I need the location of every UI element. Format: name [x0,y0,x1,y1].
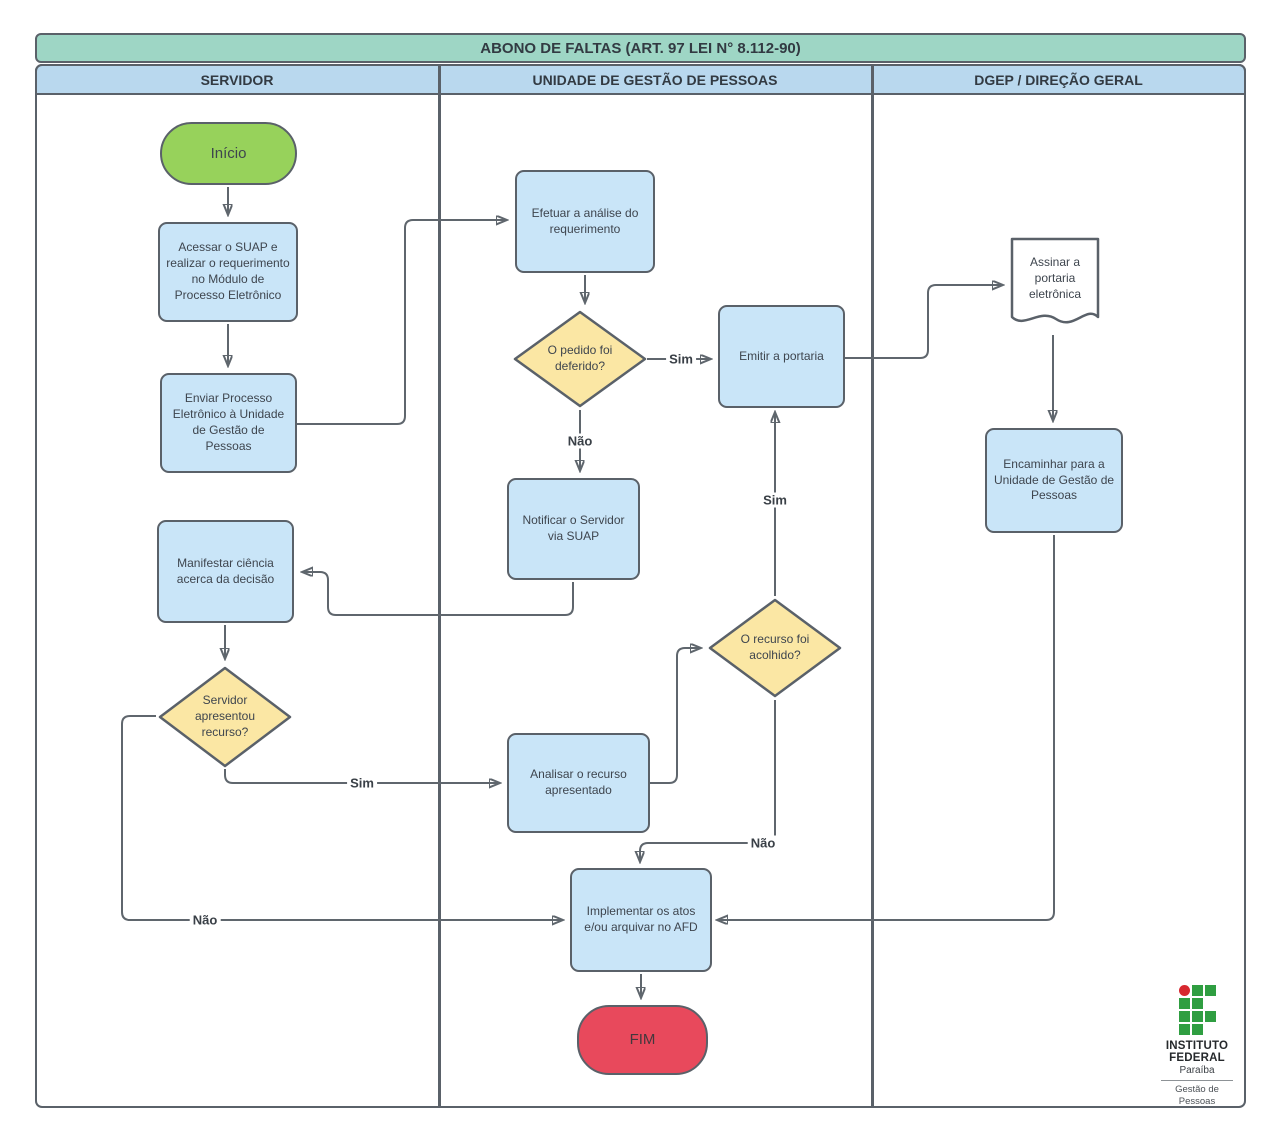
node-implementar-atos-label: Implementar os atos e/ou arquivar no AFD [584,904,698,934]
logo-org-line2: FEDERAL [1169,1052,1225,1065]
node-analisar-recurso-label: Analisar o recurso apresentado [530,767,627,797]
logo-region: Paraíba [1179,1065,1215,1077]
edge-label-pedido-nao: Não [564,433,596,449]
logo-divider [1161,1080,1233,1082]
diagram-title: ABONO DE FALTAS (ART. 97 LEI N° 8.112-90… [35,33,1246,63]
diamond-shape [513,310,647,408]
edge-label-servidor-nao: Não [189,912,221,928]
node-acessar-suap-label: Acessar o SUAP e realizar o requerimento… [166,240,290,302]
node-decision-recurso-acolhido: O recurso foi acolhido? [708,598,842,698]
node-implementar-atos: Implementar os atos e/ou arquivar no AFD [570,868,712,972]
swimlane-header-band [35,64,1246,95]
logo-dept-line2: Pessoas [1178,1096,1216,1107]
node-manifestar-ciencia-label: Manifestar ciência acerca da decisão [176,555,275,586]
node-emitir-portaria: Emitir a portaria [718,305,845,408]
lane-title-dgep: DGEP / DIREÇÃO GERAL [974,71,1143,88]
edge-label-pedido-sim: Sim [666,351,696,367]
logo-red-dot [1178,985,1190,996]
node-enviar-processo-label: Enviar Processo Eletrônico à Unidade de … [172,391,285,453]
ifpb-logo: INSTITUTO FEDERAL Paraíba Gestão de Pess… [1155,985,1239,1108]
node-decision-pedido-deferido: O pedido foi deferido? [513,310,647,408]
node-manifestar-ciencia: Manifestar ciência acerca da decisão [157,520,294,623]
lane-title-gestao-pessoas: UNIDADE DE GESTÃO DE PESSOAS [532,71,778,88]
node-notificar-servidor: Notificar o Servidor via SUAP [507,478,640,580]
node-efetuar-analise-label: Efetuar a análise do requerimento [531,205,639,236]
node-acessar-suap: Acessar o SUAP e realizar o requerimento… [158,222,298,322]
node-analisar-recurso: Analisar o recurso apresentado [507,733,650,833]
node-assinar-portaria-document: Assinar a portaria eletrônica [1010,237,1100,333]
edge-label-recurso-sim: Sim [760,492,790,508]
document-shape [1010,237,1100,324]
lane-divider-2 [871,64,874,1108]
node-decision-pedido-deferido-label: O pedido foi deferido? [547,343,613,373]
node-encaminhar-unidade-label: Encaminhar para a Unidade de Gestão de P… [993,456,1115,503]
ifpb-logo-icon [1155,985,1239,1035]
node-inicio: Início [160,122,297,185]
node-decision-servidor-recurso-label: Servidor apresentou recurso? [194,693,256,739]
node-decision-servidor-recurso: Servidor apresentou recurso? [158,666,292,768]
node-assinar-portaria-label: Assinar a portaria eletrônica [1028,255,1082,301]
logo-org-line1: INSTITUTO [1165,1040,1229,1052]
node-encaminhar-unidade: Encaminhar para a Unidade de Gestão de P… [985,428,1123,533]
lane-divider-1 [438,64,441,1108]
node-inicio-label: Início [210,144,247,162]
node-enviar-processo: Enviar Processo Eletrônico à Unidade de … [160,373,297,473]
node-efetuar-analise: Efetuar a análise do requerimento [515,170,655,273]
edge-label-servidor-sim: Sim [347,775,377,791]
node-decision-recurso-acolhido-label: O recurso foi acolhido? [740,632,810,662]
lane-title-servidor: SERVIDOR [200,71,274,88]
node-emitir-portaria-label: Emitir a portaria [739,348,824,363]
node-fim: FIM [577,1005,708,1075]
node-fim-label: FIM [629,1031,656,1049]
logo-dept-line1: Gestão de [1175,1084,1219,1096]
edge-label-recurso-nao: Não [747,835,779,851]
node-notificar-servidor-label: Notificar o Servidor via SUAP [522,513,625,543]
